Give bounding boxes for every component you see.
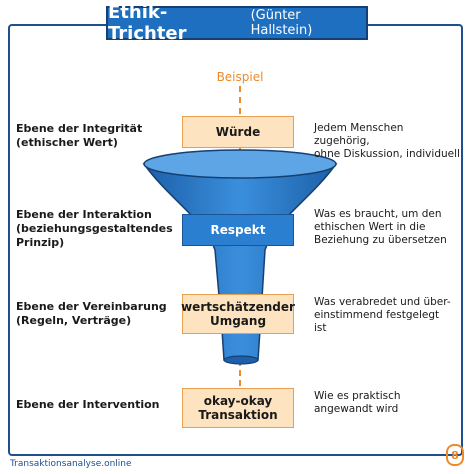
level-intervention-description: Wie es praktisch angewandt wird (314, 390, 401, 415)
level-intervention-label: Ebene der Intervention (16, 398, 160, 411)
title-author: (Günter Hallstein) (250, 8, 313, 38)
logo-glyph: 8 (451, 448, 459, 462)
title: Ethik-Trichter (108, 2, 187, 44)
example-label: Beispiel (216, 70, 264, 84)
funnel-rim (143, 149, 337, 179)
brand-logo-icon: 8 (446, 444, 464, 466)
level-agreement-description: Was verabredet und über- einstimmend fes… (314, 296, 451, 334)
footer-site: Transaktionsanalyse.online (10, 459, 132, 469)
tag-wuerde: Würde (182, 116, 294, 148)
dashed-guide-line (239, 360, 241, 386)
level-agreement-label: Ebene der Vereinbarung (Regeln, Verträge… (16, 300, 167, 327)
level-interaction-label: Ebene der Interaktion (beziehungsgestalt… (16, 208, 173, 249)
level-interaction-description: Was es braucht, um den ethischen Wert in… (314, 208, 447, 246)
level-integrity-label: Ebene der Integrität (ethischer Wert) (16, 122, 143, 149)
tag-wertschaetzender-umgang: wertschätzender Umgang (181, 294, 295, 334)
tag-respekt: Respekt (182, 214, 294, 246)
funnel-spout (223, 355, 259, 365)
tag-okay-okay-transaktion: okay-okay Transaktion (182, 388, 294, 428)
dashed-guide-line (239, 86, 241, 114)
title-banner: Ethik-Trichter (Günter Hallstein) (106, 2, 368, 44)
level-integrity-description: Jedem Menschen zugehörig, ohne Diskussio… (314, 122, 460, 160)
